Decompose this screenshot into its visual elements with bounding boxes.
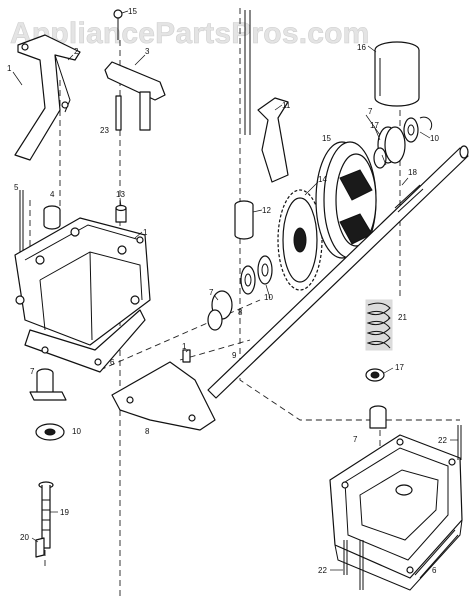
callout-16: 16 [357, 43, 366, 52]
part-lower-left-bushing [29, 368, 67, 441]
callout-6-lower: 6 [432, 566, 437, 575]
callout-17: 17 [370, 121, 379, 130]
leader-lines [12, 10, 458, 571]
callout-13: 13 [116, 190, 125, 199]
callout-7: 7 [368, 107, 373, 116]
part-19-bolt [35, 481, 54, 558]
part-9-shaft [207, 145, 469, 399]
callout-15: 15 [128, 7, 137, 16]
part-upper-small-gears [373, 116, 433, 169]
callout-23: 23 [100, 126, 109, 135]
part-17-ring [365, 368, 385, 382]
part-13-fastener [115, 204, 127, 223]
callout-21: 21 [398, 313, 407, 322]
part-6-lower-housing [329, 434, 463, 591]
callout-1-clip: 1 [143, 228, 148, 237]
part-2-bracket [14, 34, 81, 161]
callout-10-washer: 10 [264, 293, 273, 302]
callout-11: 11 [282, 101, 291, 110]
callout-12: 12 [262, 206, 271, 215]
callout-22-bottom: 22 [318, 566, 327, 575]
callout-17-ring: 17 [395, 363, 404, 372]
watermark-text: AppliancePartsPros.com [10, 17, 370, 50]
callout-8-washer: 8 [238, 308, 243, 317]
callout-19: 19 [60, 508, 69, 517]
part-21-spring [365, 299, 393, 351]
callout-18: 18 [408, 168, 417, 177]
callout-20: 20 [20, 533, 29, 542]
callout-4: 4 [50, 190, 55, 199]
part-8-plate [111, 349, 216, 431]
callout-10-lower-left: 10 [72, 427, 81, 436]
callout-7-lower-left: 7 [30, 367, 35, 376]
callout-3: 3 [145, 47, 150, 56]
callout-6-upper: 6 [110, 358, 115, 367]
callout-10: 10 [430, 134, 439, 143]
callout-2: 2 [74, 47, 79, 56]
part-15-pulley [315, 141, 377, 259]
callout-9: 9 [232, 351, 237, 360]
callout-7-lower-right: 7 [353, 435, 358, 444]
part-14-gear [277, 189, 323, 291]
part-number-callouts: 1 2 3 15 16 23 11 7 17 10 15 18 14 12 5 … [7, 7, 447, 575]
part-shaft-washers [207, 255, 273, 331]
part-11-fork [244, 10, 289, 183]
callout-8-plate: 8 [145, 427, 150, 436]
callout-15-pulley: 15 [322, 134, 331, 143]
callout-5: 5 [14, 183, 19, 192]
part-3-lever-arm [104, 9, 166, 131]
callout-1: 1 [7, 64, 12, 73]
callout-22-right: 22 [438, 436, 447, 445]
callout-7-washer: 7 [209, 288, 214, 297]
callout-1-plate: 1 [182, 342, 187, 351]
part-4-bushing [43, 205, 61, 230]
part-lower-right-bushing [369, 405, 387, 429]
part-6-upper-housing [14, 217, 151, 373]
part-22-screws [343, 425, 462, 590]
callout-14: 14 [318, 175, 327, 184]
part-16-sleeve [374, 41, 420, 107]
part-5-pin [19, 190, 24, 260]
part-12-spacer [234, 200, 254, 240]
